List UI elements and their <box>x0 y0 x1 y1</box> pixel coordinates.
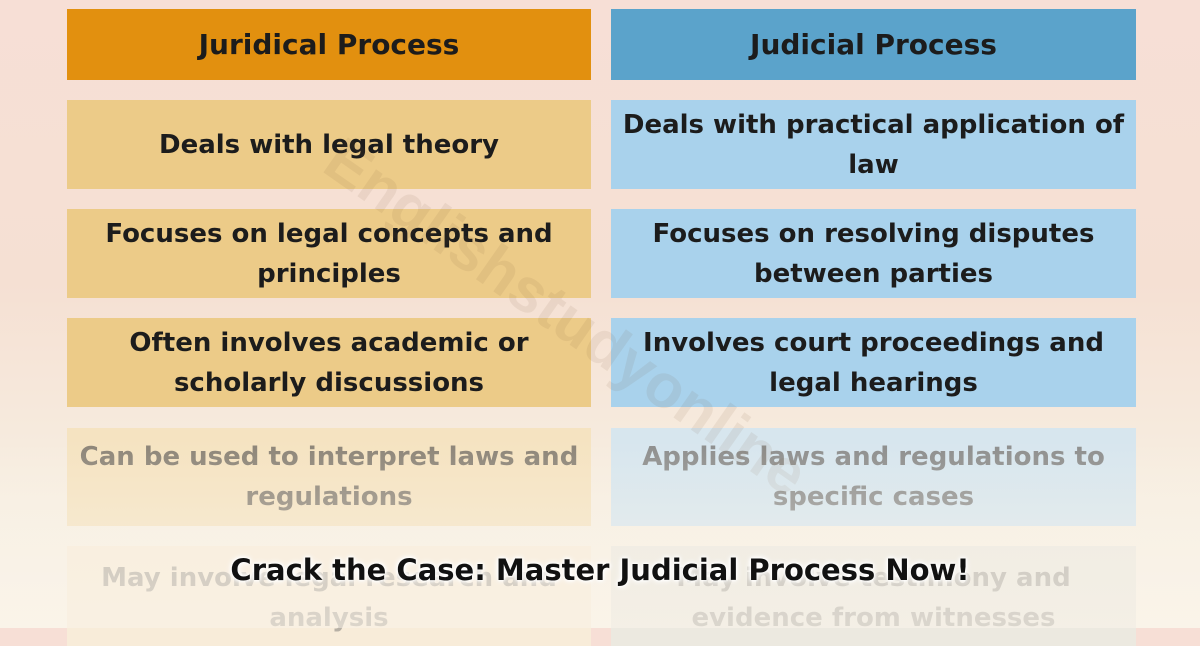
promo-banner: Crack the Case: Master Judicial Process … <box>230 553 970 587</box>
judicial-header: Judicial Process <box>611 9 1136 80</box>
judicial-row-1: Deals with practical application of law <box>611 100 1136 189</box>
judicial-row-2: Focuses on resolving disputes between pa… <box>611 209 1136 298</box>
juridical-row-4: Can be used to interpret laws and regula… <box>67 428 591 526</box>
judicial-row-4: Applies laws and regulations to specific… <box>611 428 1136 526</box>
juridical-row-2: Focuses on legal concepts and principles <box>67 209 591 298</box>
judicial-row-3: Involves court proceedings and legal hea… <box>611 318 1136 407</box>
juridical-row-3: Often involves academic or scholarly dis… <box>67 318 591 407</box>
juridical-row-1: Deals with legal theory <box>67 100 591 189</box>
juridical-header: Juridical Process <box>67 9 591 80</box>
